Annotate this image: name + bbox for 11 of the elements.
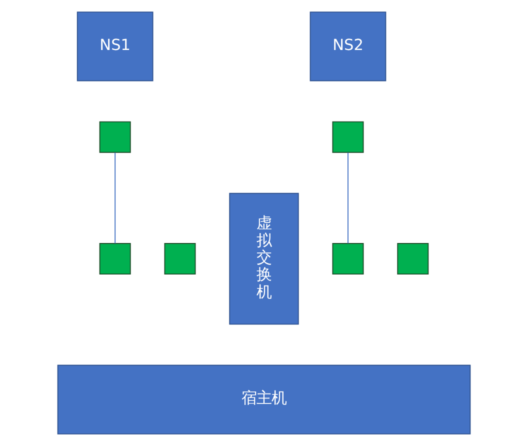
node-box	[332, 243, 364, 275]
node-box: NS2	[310, 12, 386, 82]
node-box	[332, 121, 364, 153]
node-box: NS1	[76, 12, 154, 82]
node-box	[164, 243, 196, 275]
node-box: 宿主机	[57, 364, 471, 434]
node-box	[99, 243, 131, 275]
node-box	[99, 121, 131, 153]
connector	[114, 152, 116, 244]
node-box: 虚拟交换机	[229, 192, 299, 325]
node-box	[397, 243, 429, 275]
